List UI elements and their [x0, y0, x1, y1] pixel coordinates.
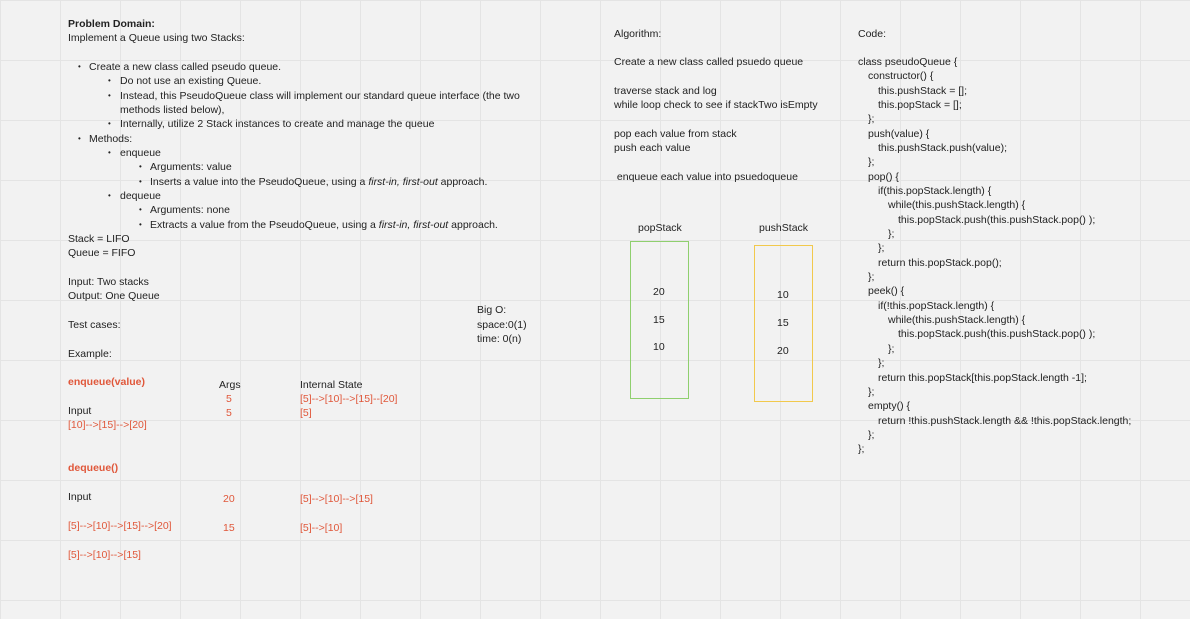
- push-stack-value: 10: [777, 289, 789, 301]
- bigo-title: Big O:: [477, 304, 507, 316]
- code-line: while(this.pushStack.length) {: [888, 314, 1026, 326]
- bullet-dot: •: [108, 76, 111, 85]
- enqueue-arg: 5: [226, 407, 232, 419]
- enqueue-arg: 5: [226, 393, 232, 405]
- output-description: Output: One Queue: [68, 290, 160, 302]
- code-line: if(!this.popStack.length) {: [878, 300, 995, 312]
- code-line: class pseudoQueue {: [858, 56, 958, 68]
- enqueue-input-value: [10]-->[15]-->[20]: [68, 419, 147, 431]
- code-line: };: [868, 271, 875, 283]
- code-line: push(value) {: [868, 128, 930, 140]
- bullet-dot: •: [139, 177, 142, 186]
- enqueue-state: [5]: [300, 407, 312, 419]
- problem-subtitle: Implement a Queue using two Stacks:: [68, 32, 245, 44]
- queue-definition: Queue = FIFO: [68, 247, 136, 259]
- algorithm-line: push each value: [614, 142, 691, 154]
- pop-stack-label: popStack: [638, 222, 682, 234]
- code-line: while(this.pushStack.length) {: [888, 199, 1026, 211]
- bullet-dot: •: [108, 191, 111, 200]
- bullet-implement-interface-2: methods listed below),: [120, 104, 225, 116]
- algorithm-line: while loop check to see if stackTwo isEm…: [614, 99, 818, 111]
- bullet-implement-interface-1: Instead, this PseudoQueue class will imp…: [120, 90, 520, 102]
- code-line: if(this.popStack.length) {: [878, 185, 992, 197]
- bullet-enqueue-args: Arguments: value: [150, 161, 232, 173]
- bullet-dot: •: [108, 148, 111, 157]
- pop-stack-value: 20: [653, 286, 665, 298]
- algorithm-line: Create a new class called psuedo queue: [614, 56, 804, 68]
- internal-state-header: Internal State: [300, 379, 363, 391]
- pop-stack-value: 10: [653, 341, 665, 353]
- bullet-dot: •: [78, 134, 81, 143]
- code-line: this.popStack = [];: [878, 99, 962, 111]
- bigo-space: space:0(1): [477, 319, 527, 331]
- code-line: this.popStack.push(this.pushStack.pop() …: [898, 214, 1096, 226]
- push-stack-box: [754, 245, 813, 402]
- code-line: };: [858, 443, 865, 455]
- code-line: };: [868, 113, 875, 125]
- bullet-create-class: Create a new class called pseudo queue.: [89, 61, 282, 73]
- algorithm-title: Algorithm:: [614, 28, 662, 40]
- enqueue-input-label: Input: [68, 405, 92, 417]
- dequeue-input-value: [5]-->[10]-->[15]-->[20]: [68, 520, 172, 532]
- code-line: this.popStack.push(this.pushStack.pop() …: [898, 328, 1096, 340]
- bullet-methods: Methods:: [89, 133, 133, 145]
- enqueue-state: [5]-->[10]-->[15]--[20]: [300, 393, 398, 405]
- bullet-dot: •: [139, 162, 142, 171]
- bullet-enqueue: enqueue: [120, 147, 161, 159]
- code-line: this.pushStack = [];: [878, 85, 968, 97]
- push-stack-label: pushStack: [759, 222, 809, 234]
- code-title: Code:: [858, 28, 887, 40]
- code-line: constructor() {: [868, 70, 934, 82]
- bullet-dequeue: dequeue: [120, 190, 161, 202]
- code-line: };: [868, 429, 875, 441]
- dequeue-input-value: [5]-->[10]-->[15]: [68, 549, 141, 561]
- code-line: empty() {: [868, 400, 911, 412]
- example-label: Example:: [68, 348, 112, 360]
- code-line: };: [878, 357, 885, 369]
- code-line: return this.popStack[this.popStack.lengt…: [878, 372, 1087, 384]
- args-header: Args: [219, 379, 241, 391]
- bullet-two-stacks: Internally, utilize 2 Stack instances to…: [120, 118, 435, 130]
- algorithm-line: traverse stack and log: [614, 85, 717, 97]
- code-line: this.pushStack.push(value);: [878, 142, 1007, 154]
- code-line: pop() {: [868, 171, 899, 183]
- algorithm-line: pop each value from stack: [614, 128, 737, 140]
- pop-stack-box: [630, 241, 689, 399]
- dequeue-input-label: Input: [68, 491, 92, 503]
- code-line: };: [878, 242, 885, 254]
- push-stack-value: 20: [777, 345, 789, 357]
- algorithm-line: enqueue each value into psuedoqueue: [614, 171, 798, 183]
- code-line: return !this.pushStack.length && !this.p…: [878, 415, 1132, 427]
- code-line: };: [868, 386, 875, 398]
- problem-title: Problem Domain:: [68, 18, 155, 30]
- bigo-time: time: 0(n): [477, 333, 522, 345]
- code-line: return this.popStack.pop();: [878, 257, 1002, 269]
- bullet-dot: •: [78, 62, 81, 71]
- dequeue-title: dequeue(): [68, 462, 119, 474]
- bullet-no-existing-queue: Do not use an existing Queue.: [120, 75, 262, 87]
- stack-definition: Stack = LIFO: [68, 233, 130, 245]
- bullet-dot: •: [108, 91, 111, 100]
- code-line: };: [888, 228, 895, 240]
- bullet-dequeue-desc: Extracts a value from the PseudoQueue, u…: [150, 219, 498, 231]
- bullet-dot: •: [139, 220, 142, 229]
- dequeue-state: [5]-->[10]-->[15]: [300, 493, 373, 505]
- dequeue-arg: 15: [223, 522, 235, 534]
- input-description: Input: Two stacks: [68, 276, 149, 288]
- bullet-dot: •: [108, 119, 111, 128]
- code-line: };: [888, 343, 895, 355]
- enqueue-title: enqueue(value): [68, 376, 146, 388]
- code-line: peek() {: [868, 285, 905, 297]
- bullet-dequeue-args: Arguments: none: [150, 204, 230, 216]
- bullet-enqueue-desc: Inserts a value into the PseudoQueue, us…: [150, 176, 488, 188]
- code-line: };: [868, 156, 875, 168]
- test-cases-label: Test cases:: [68, 319, 121, 331]
- dequeue-state: [5]-->[10]: [300, 522, 343, 534]
- bullet-dot: •: [139, 205, 142, 214]
- push-stack-value: 15: [777, 317, 789, 329]
- dequeue-arg: 20: [223, 493, 235, 505]
- pop-stack-value: 15: [653, 314, 665, 326]
